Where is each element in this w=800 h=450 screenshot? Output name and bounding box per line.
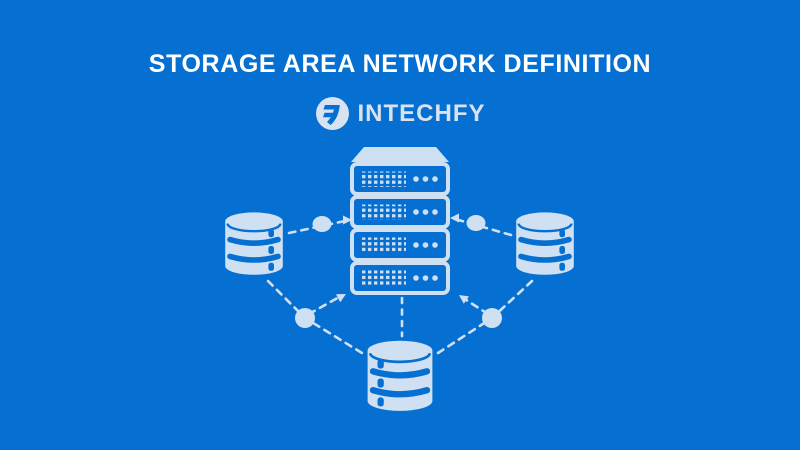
server-unit — [350, 162, 450, 196]
server-rack-icon — [350, 147, 450, 295]
connector-dot — [466, 215, 486, 231]
link-left-to-bottom — [266, 279, 364, 355]
server-rack-lid — [351, 147, 449, 162]
database-cylinder-icon-right — [516, 212, 574, 274]
intechfy-f-badge-icon — [315, 97, 349, 130]
brand-name: INTECHFY — [357, 99, 486, 127]
arrowheads — [336, 213, 469, 304]
page-title: STORAGE AREA NETWORK DEFINITION — [148, 50, 652, 78]
connector-dot — [295, 308, 315, 328]
branch-left-to-server — [307, 294, 343, 316]
database-cylinder-icon-bottom — [368, 341, 433, 411]
database-cylinder-icon-left — [225, 212, 283, 274]
connector-dot — [312, 216, 332, 232]
arrowhead-icon — [343, 215, 352, 225]
arrowhead-icon — [450, 213, 459, 223]
arrowhead-icon — [459, 295, 469, 304]
connector-dot — [482, 308, 502, 328]
server-unit — [350, 261, 450, 295]
server-unit — [350, 228, 450, 262]
server-unit — [350, 195, 450, 229]
connector-dots — [295, 215, 502, 328]
arrowhead-icon — [336, 294, 346, 303]
brand-logo: INTECHFY — [0, 96, 800, 131]
